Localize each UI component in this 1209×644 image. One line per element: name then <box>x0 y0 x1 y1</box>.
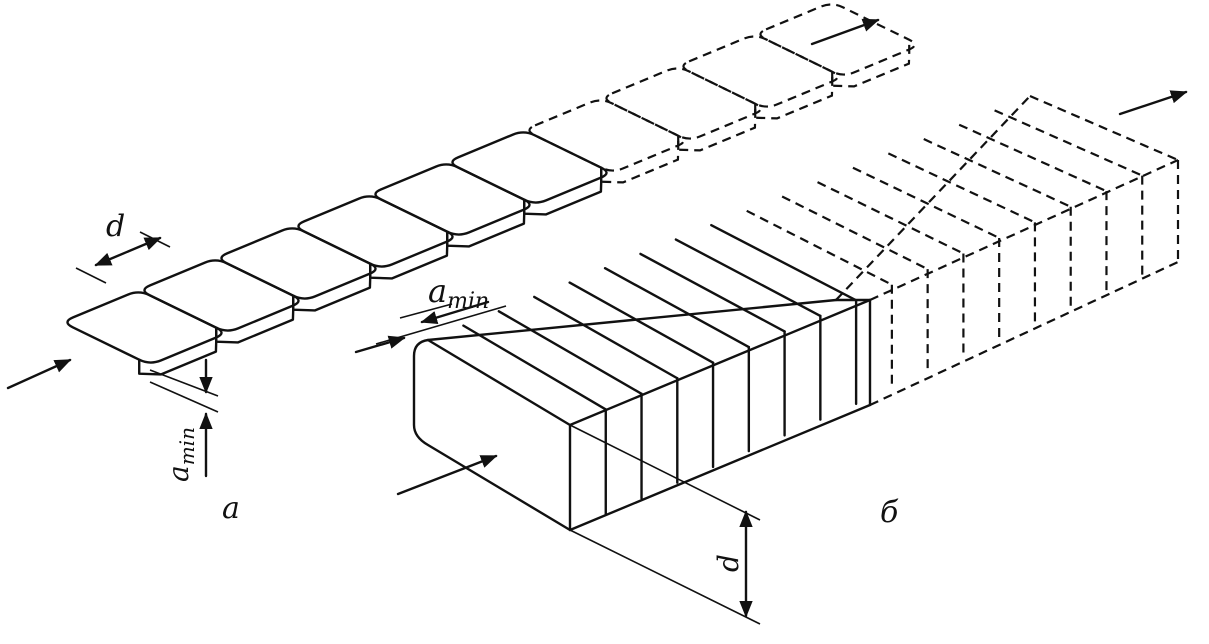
panel-a-output-arrow <box>810 18 880 46</box>
slice-line <box>568 281 715 469</box>
panel-b-bar-continuation <box>835 94 1180 406</box>
panel-a-input-arrow <box>6 358 72 390</box>
panel-b-input-arrow <box>396 454 498 496</box>
plate <box>374 163 531 248</box>
slice-line <box>603 267 751 453</box>
panel-a-plates <box>66 3 916 376</box>
plate <box>451 131 608 216</box>
plate <box>66 291 223 376</box>
plate <box>143 259 300 344</box>
plate <box>759 3 916 88</box>
slice-line <box>887 152 1037 326</box>
slice-line <box>923 138 1072 310</box>
slice-line <box>781 195 929 373</box>
slice-line <box>497 310 643 500</box>
slice-line <box>958 123 1108 294</box>
slice-line <box>533 295 679 484</box>
panel-a-dimension-amin-label: amin <box>162 427 199 482</box>
panel-a-dimension-d <box>75 231 171 284</box>
slice-line <box>710 223 858 406</box>
plate <box>220 227 377 312</box>
slice-line <box>674 238 822 421</box>
plate <box>297 195 454 280</box>
panel-b-dimension-d-label: d <box>712 554 745 572</box>
slice-line <box>852 166 1001 341</box>
plate <box>528 99 685 184</box>
panel-b-dimension-d <box>569 424 761 625</box>
plate <box>682 35 839 120</box>
svg-text:d: d <box>712 554 745 572</box>
panel-b-slices <box>462 109 1144 516</box>
panel-b-dimension-amin-label: amin <box>428 272 489 314</box>
slice-line <box>462 324 607 516</box>
slice-line <box>817 181 965 357</box>
panel-b-label: б <box>880 495 899 530</box>
slice-line <box>746 209 893 389</box>
panel-b-output-arrow <box>1118 90 1188 116</box>
panel-a-label: а <box>222 491 240 526</box>
svg-text:amin: amin <box>162 427 199 482</box>
panel-a-dimension-d-label: d <box>106 209 125 244</box>
slice-line <box>994 109 1144 278</box>
slice-line <box>639 252 786 437</box>
panel-a-dimension-amin <box>149 358 219 478</box>
panel-b-dimension-amin <box>354 300 507 354</box>
plate <box>605 67 762 152</box>
